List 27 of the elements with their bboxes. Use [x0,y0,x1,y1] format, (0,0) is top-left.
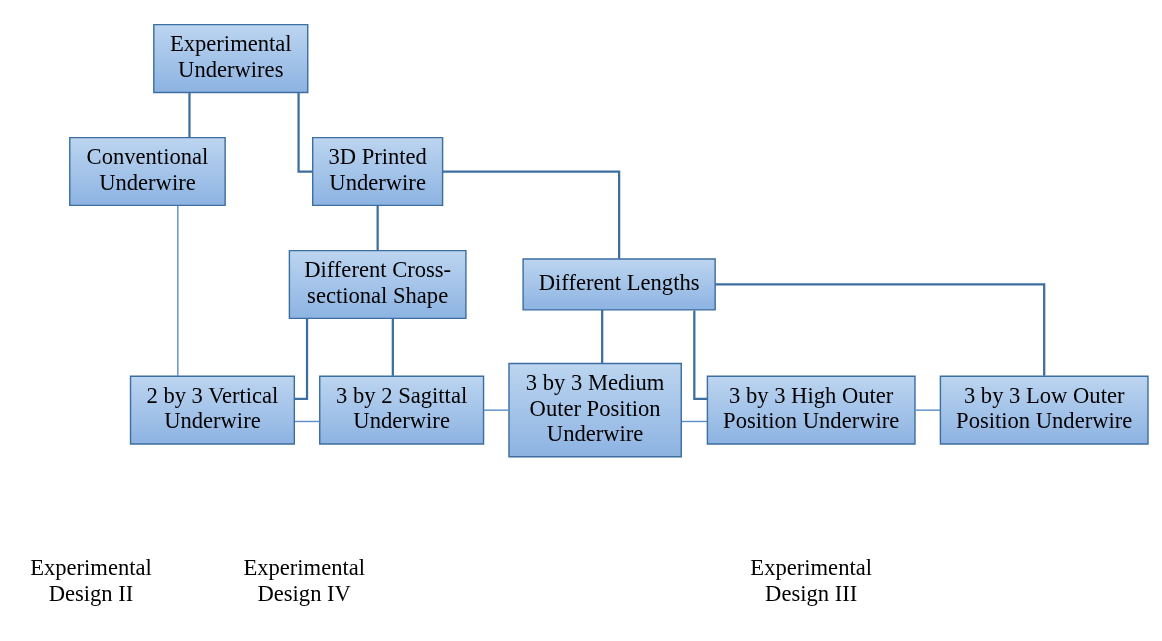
connector [297,92,313,173]
label: Experimental Design III [750,555,872,606]
node-box: 3D Printed Underwire [312,136,444,207]
label: Experimental Design II [30,555,152,606]
connector [693,310,708,400]
connector [483,409,510,411]
node-box: Different Cross-sectional Shape [288,249,467,320]
node-box: 3 by 2 Sagittal Underwire [319,375,485,445]
node-box: Experimental Underwires [153,23,309,94]
connector [601,309,604,364]
node-box: 2 by 3 Vertical Underwire [129,375,296,445]
connector [376,205,379,251]
label: Experimental Design IV [243,555,366,606]
connector [188,92,191,138]
node-box: 3 by 3 Medium Outer Position Underwire [508,362,682,458]
connector [391,318,394,376]
connector [294,420,321,423]
connector [715,283,1046,376]
connector [443,170,621,259]
connector [177,205,179,377]
node-box: Conventional Underwire [69,136,226,207]
node-box: 3 by 3 High Outer Position Underwire [706,375,916,445]
connector [681,420,708,423]
node-box: Different Lengths [522,258,716,311]
node-box: 3 by 3 Low Outer Position Underwire [939,375,1149,445]
connector [294,318,309,400]
connector [914,409,941,411]
